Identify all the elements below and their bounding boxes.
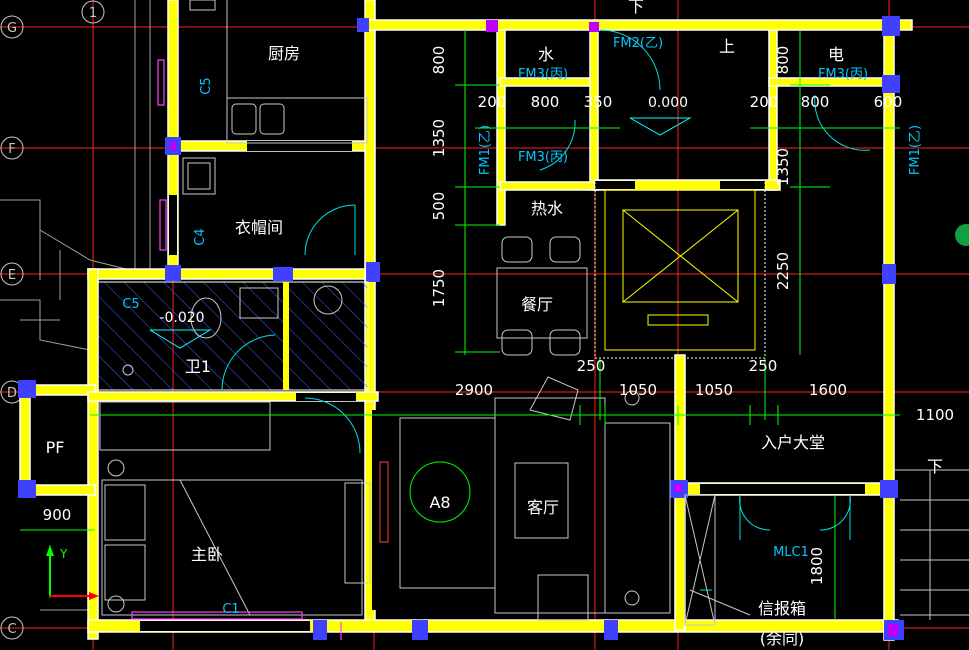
label-fm3-mid: FM3(丙): [518, 150, 568, 165]
dim-h200-left: 200: [478, 93, 507, 111]
axis-label-f: F: [8, 142, 15, 157]
dim-h200-right: 200: [750, 93, 779, 111]
label-c5-top: C5: [199, 77, 214, 94]
windows: [131, 59, 342, 640]
axis-label-g: G: [7, 21, 17, 36]
axis-label-1: 1: [89, 6, 97, 21]
dimension-texts: 800 1350 500 1750 800 1350 2250 200 800 …: [43, 46, 954, 585]
elevation-values: 0.000 -0.020: [159, 95, 688, 326]
ucs-y-label: Y: [59, 547, 68, 561]
dim-v1350-right: 1350: [774, 148, 792, 186]
label-fm1-left: FM1(乙): [478, 125, 493, 175]
dim-v800: 800: [430, 46, 448, 75]
dim-h800-left: 800: [531, 93, 560, 111]
dim-h250-right: 250: [749, 357, 778, 375]
axis-label-e: E: [8, 268, 16, 283]
dim-v800-right: 800: [774, 46, 792, 75]
label-fm2: FM2(乙): [613, 36, 663, 51]
dim-h1600: 1600: [809, 381, 847, 399]
room-pf: PF: [46, 438, 65, 457]
dim-v1750: 1750: [430, 269, 448, 307]
axis-label-d: D: [7, 386, 17, 401]
dim-h1050-b: 1050: [695, 381, 733, 399]
room-electric-well: 电: [828, 45, 844, 64]
elevator-shaft: [594, 179, 766, 359]
dim-h800-right: 800: [801, 93, 830, 111]
wall-openings: [140, 141, 865, 631]
room-bath1: 卫1: [185, 357, 211, 376]
room-water-well: 水: [538, 45, 554, 64]
door-labels: C5 C4 C5 C1 FM2(乙) FM3(丙) FM3(丙) FM3(丙) …: [122, 36, 923, 617]
room-cloakroom: 衣帽间: [235, 218, 283, 237]
dim-h2900: 2900: [455, 381, 493, 399]
stair-down-label-right: 下: [927, 457, 943, 476]
label-c4: C4: [193, 228, 208, 245]
room-labels: 厨房 衣帽间 水 电 热水 餐厅 卫1 客厅 主卧 入户大堂 PF A8 上 下…: [46, 0, 943, 648]
bathroom-hatch: [97, 281, 369, 391]
room-hot-water: 热水: [531, 199, 563, 218]
room-a8: A8: [429, 493, 450, 512]
room-master-bedroom: 主卧: [191, 545, 223, 564]
room-living: 客厅: [527, 498, 559, 517]
dim-v1800: 1800: [808, 547, 826, 585]
room-kitchen: 厨房: [268, 44, 300, 63]
dimension-lines: [20, 30, 900, 620]
label-c1: C1: [222, 602, 239, 617]
label-c5-bath: C5: [122, 297, 139, 312]
dim-v2250: 2250: [774, 252, 792, 290]
dim-h350: 350: [584, 93, 613, 111]
label-fm3-water: FM3(丙): [518, 67, 568, 82]
dim-h250-left: 250: [577, 357, 606, 375]
door-swings: [221, 29, 871, 591]
label-mlc1: MLC1: [773, 545, 809, 560]
mailbox-note: (余同): [760, 629, 805, 648]
marker-bubble-green: [955, 224, 969, 246]
label-fm1-right: FM1(乙): [908, 125, 923, 175]
elevation-symbols: [149, 117, 692, 349]
stair-up-label: 上: [719, 37, 735, 56]
dim-h1050-a: 1050: [619, 381, 657, 399]
ucs-icon: Y: [46, 545, 99, 600]
site-outline: [0, 0, 151, 611]
dim-h600: 600: [874, 93, 903, 111]
dim-v1350-left: 1350: [430, 119, 448, 157]
stair-down-label-top: 下: [628, 0, 644, 16]
mailbox-label: 信报箱: [758, 599, 806, 618]
structural-columns: [18, 16, 904, 640]
dim-h1100: 1100: [916, 406, 954, 424]
dim-h900: 900: [43, 506, 72, 524]
label-fm3-elec: FM3(丙): [818, 67, 868, 82]
elevation-lobby: 0.000: [648, 95, 688, 111]
room-dining: 餐厅: [521, 295, 553, 314]
furniture: [99, 0, 969, 626]
dim-v500: 500: [430, 192, 448, 221]
axis-label-c: C: [7, 622, 16, 637]
room-entrance-hall: 入户大堂: [761, 433, 825, 452]
elevation-bath: -0.020: [159, 310, 204, 326]
